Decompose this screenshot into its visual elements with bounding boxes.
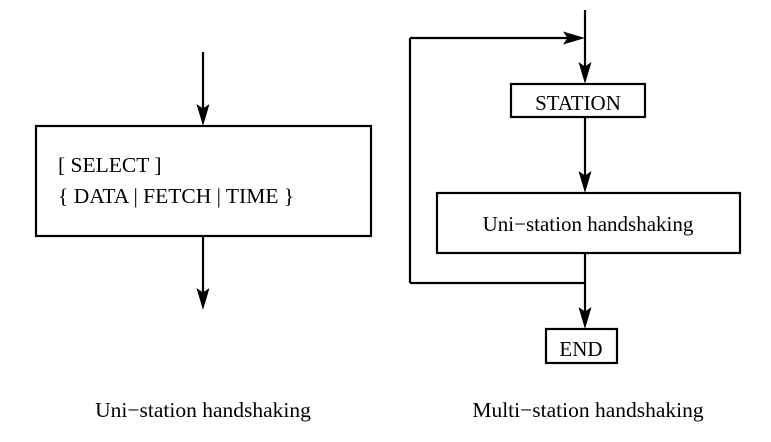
uni-station-block-label: Uni−station handshaking [483, 212, 694, 236]
uni-station-block-box [435, 191, 742, 255]
left-panel-group: [ SELECT ] { DATA | FETCH | TIME } Uni−s… [34, 52, 373, 422]
edge-handshaking-to-end [578, 253, 592, 329]
select-block-line-1: [ SELECT ] [58, 153, 162, 177]
edge-station-to-handshaking [578, 117, 592, 193]
edge-to-station [578, 38, 592, 84]
select-block-line-2: { DATA | FETCH | TIME } [58, 184, 294, 208]
right-panel-caption: Multi−station handshaking [472, 398, 704, 422]
right-panel-group: STATION Uni−station handshaking END Mult… [408, 10, 742, 422]
station-block-box [509, 82, 647, 119]
left-panel-caption: Uni−station handshaking [95, 398, 311, 422]
feedback-loop-edge [408, 31, 585, 285]
select-block-box [34, 124, 373, 238]
station-block-label: STATION [535, 91, 621, 115]
left-incoming-arrow [196, 52, 210, 126]
left-outgoing-arrow [196, 236, 210, 310]
end-block-label: END [559, 337, 602, 361]
end-block-box [544, 327, 619, 365]
